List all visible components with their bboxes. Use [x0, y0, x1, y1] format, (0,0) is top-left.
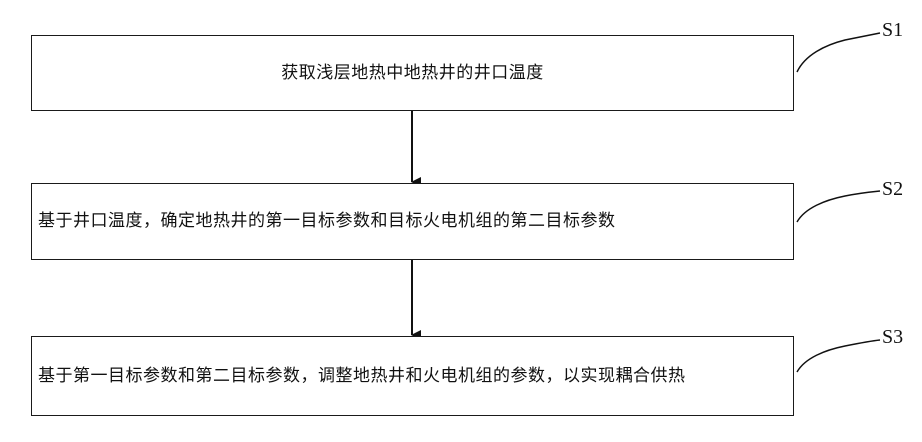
step-label-s2: S2	[882, 179, 903, 199]
step-label-s1: S1	[882, 20, 903, 40]
leader-line-s1	[797, 33, 880, 72]
leader-line-s3	[797, 340, 880, 372]
step-box-s1: 获取浅层地热中地热井的井口温度	[31, 35, 794, 111]
leader-line-s2	[797, 191, 880, 222]
step-label-s3: S3	[882, 327, 903, 347]
step-text-s1: 获取浅层地热中地热井的井口温度	[281, 60, 544, 87]
step-text-s2: 基于井口温度，确定地热井的第一目标参数和目标火电机组的第二目标参数	[38, 208, 616, 235]
step-box-s3: 基于第一目标参数和第二目标参数，调整地热井和火电机组的参数，以实现耦合供热	[31, 336, 794, 416]
step-text-s3: 基于第一目标参数和第二目标参数，调整地热井和火电机组的参数，以实现耦合供热	[38, 363, 787, 390]
step-box-s2: 基于井口温度，确定地热井的第一目标参数和目标火电机组的第二目标参数	[31, 183, 794, 260]
